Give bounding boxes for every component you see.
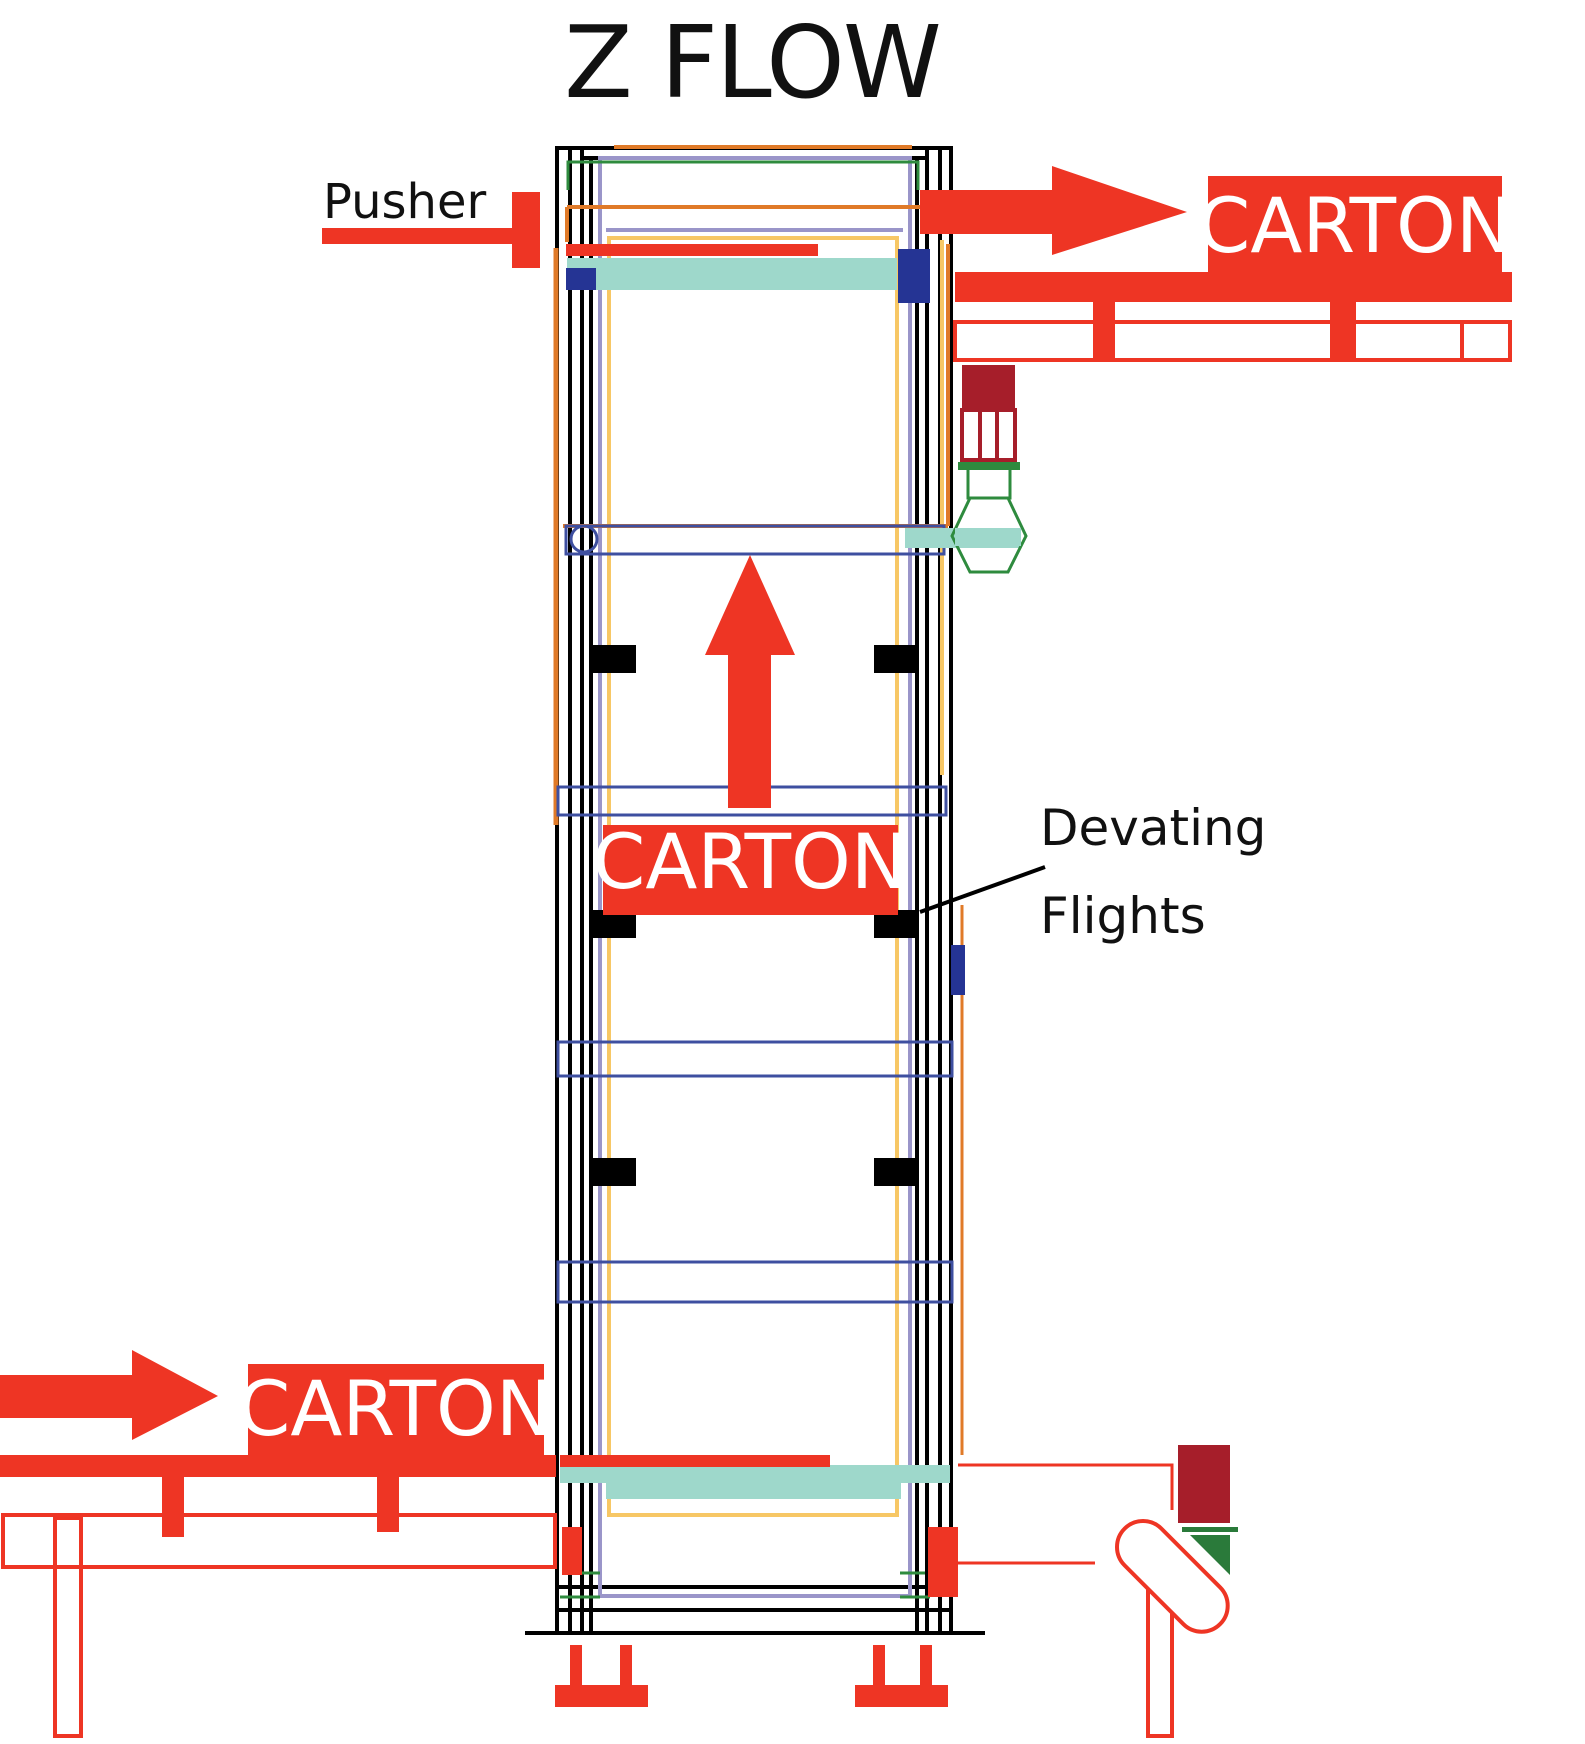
outfeed-conveyor	[953, 272, 1512, 362]
tower-feet	[555, 1645, 948, 1707]
infeed-carton-box	[248, 1364, 544, 1458]
lift-carton-box	[603, 825, 898, 915]
lift-carton-label: CARTON	[592, 817, 907, 906]
devating-label-line2: Flights	[1040, 887, 1206, 945]
lift-up-arrow	[705, 555, 795, 808]
green-guides	[560, 160, 930, 1599]
pusher-label: Pusher	[323, 174, 486, 230]
sensor-blocks	[566, 249, 965, 995]
outfeed-carton-label: CARTON	[1197, 181, 1512, 270]
infeed-conveyor	[0, 1455, 582, 1738]
pusher-rod	[322, 228, 512, 244]
pusher-head	[512, 192, 540, 268]
lavender-frame	[598, 156, 912, 1598]
bottom-drive	[928, 1445, 1238, 1738]
outfeed-carton-box	[1208, 176, 1502, 272]
top-pusher-rail	[566, 244, 818, 256]
orange-frame	[553, 145, 964, 1455]
devating-leader-line	[919, 865, 1046, 914]
bottom-pusher-rail	[560, 1455, 830, 1467]
infeed-arrow	[0, 1350, 218, 1440]
infeed-carton-label: CARTON	[237, 1364, 552, 1453]
outfeed-arrow	[920, 166, 1187, 255]
diagram-title: Z FLOW	[564, 4, 940, 121]
drive-motor	[950, 365, 1028, 574]
devating-label-line1: Devating	[1040, 799, 1266, 857]
